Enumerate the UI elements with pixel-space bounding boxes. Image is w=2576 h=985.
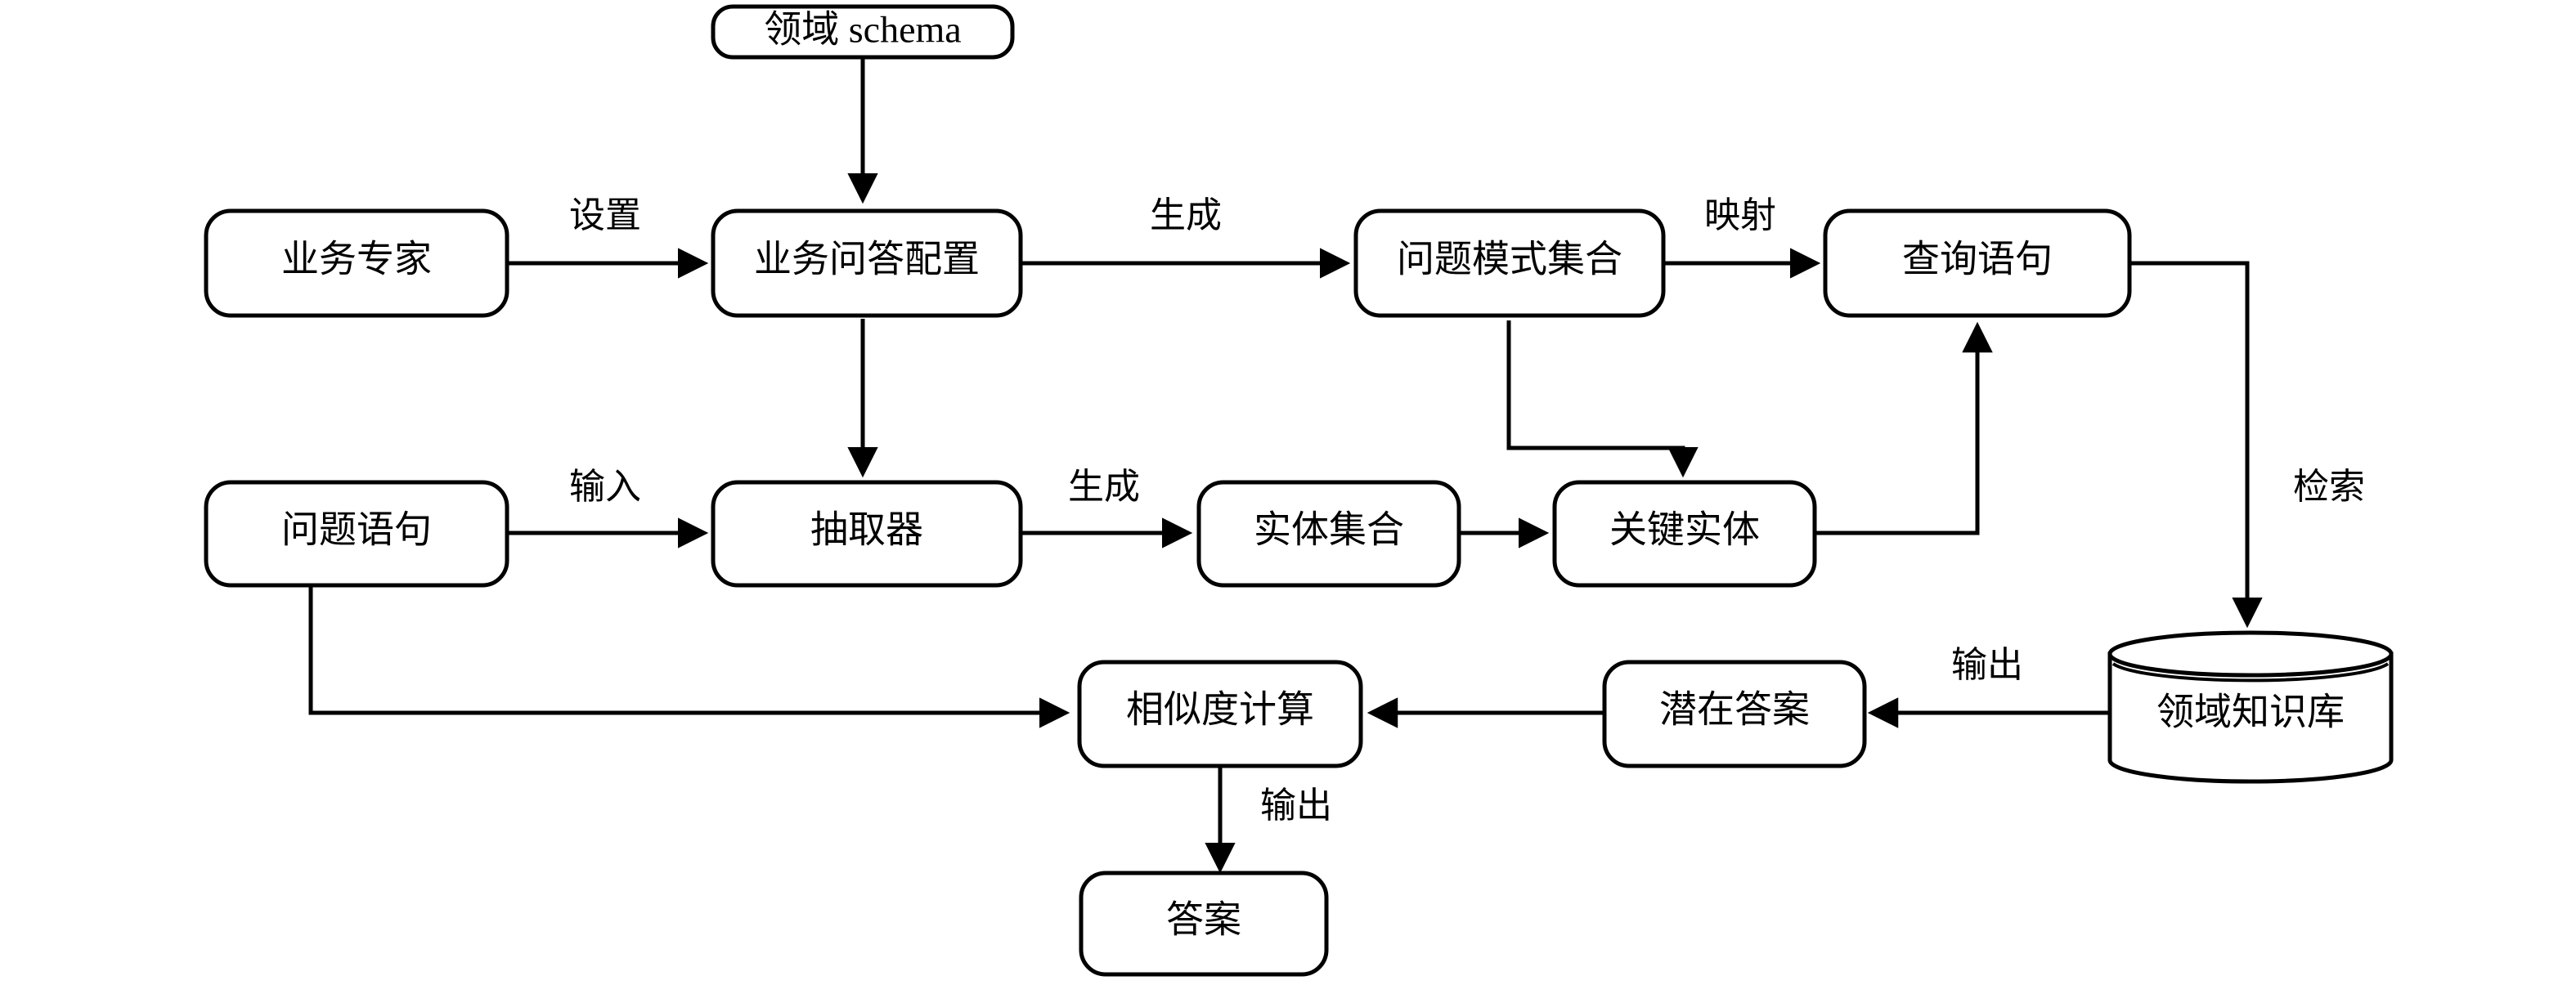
edge-label-generate-2: 生成 — [1068, 467, 1140, 507]
edge-similarity-to-answer: 输出 — [1205, 766, 1332, 874]
edge-question-stmt-to-similarity — [308, 585, 1070, 728]
node-label-candidate-ans: 潜在答案 — [1659, 689, 1810, 731]
edge-pattern-set-to-key-entity — [1506, 320, 1699, 478]
edge-question-stmt-to-extractor: 输入 — [509, 467, 709, 548]
node-knowledge-base[interactable]: 领域知识库 — [2107, 630, 2394, 784]
node-similarity[interactable]: 相似度计算 — [1077, 660, 1363, 768]
node-label-qa-config: 业务问答配置 — [754, 239, 980, 280]
node-business-expert[interactable]: 业务专家 — [204, 208, 509, 318]
node-key-entity[interactable]: 关键实体 — [1552, 480, 1817, 588]
node-label-query-stmt: 查询语句 — [1902, 239, 2053, 280]
node-label-knowledge-base: 领域知识库 — [2156, 692, 2345, 733]
node-label-answer: 答案 — [1166, 899, 1241, 941]
edge-key-entity-to-query-stmt — [1815, 321, 1993, 535]
node-qa-config[interactable]: 业务问答配置 — [711, 208, 1023, 318]
edge-label-map: 映射 — [1704, 195, 1776, 235]
node-answer[interactable]: 答案 — [1079, 871, 1329, 977]
node-label-pattern-set: 问题模式集合 — [1397, 239, 1622, 280]
node-label-extractor: 抽取器 — [810, 509, 923, 551]
edge-query-stmt-to-knowledge-base: 检索 — [2129, 261, 2365, 629]
node-label-question-stmt: 问题语句 — [281, 509, 432, 551]
edge-business-expert-to-qa-config: 设置 — [509, 195, 709, 279]
edge-qa-config-to-pattern-set: 生成 — [1021, 195, 1351, 279]
node-label-entity-set: 实体集合 — [1254, 509, 1404, 551]
node-label-similarity: 相似度计算 — [1126, 689, 1314, 731]
edge-knowledge-base-to-candidate-ans: 输出 — [1867, 645, 2108, 728]
edge-label-input: 输入 — [569, 467, 641, 507]
node-query-stmt[interactable]: 查询语句 — [1823, 208, 2132, 318]
edge-label-generate-1: 生成 — [1150, 195, 1222, 235]
node-extractor[interactable]: 抽取器 — [711, 480, 1023, 588]
node-label-key-entity: 关键实体 — [1609, 509, 1760, 551]
node-pattern-set[interactable]: 问题模式集合 — [1353, 208, 1666, 318]
node-label-domain-schema: 领域 schema — [764, 9, 961, 51]
node-question-stmt[interactable]: 问题语句 — [204, 480, 509, 588]
edge-extractor-to-entity-set: 生成 — [1021, 467, 1193, 548]
edge-label-output-answer: 输出 — [1260, 786, 1332, 826]
node-candidate-ans[interactable]: 潜在答案 — [1602, 660, 1867, 768]
node-label-business-expert: 业务专家 — [281, 239, 432, 280]
edge-label-output-kb: 输出 — [1951, 645, 2023, 685]
node-domain-schema[interactable]: 领域 schema — [711, 4, 1015, 60]
edge-label-set: 设置 — [569, 195, 641, 235]
edge-label-retrieve: 检索 — [2293, 467, 2365, 507]
node-entity-set[interactable]: 实体集合 — [1196, 480, 1461, 588]
edge-pattern-set-to-query-stmt: 映射 — [1663, 195, 1821, 279]
